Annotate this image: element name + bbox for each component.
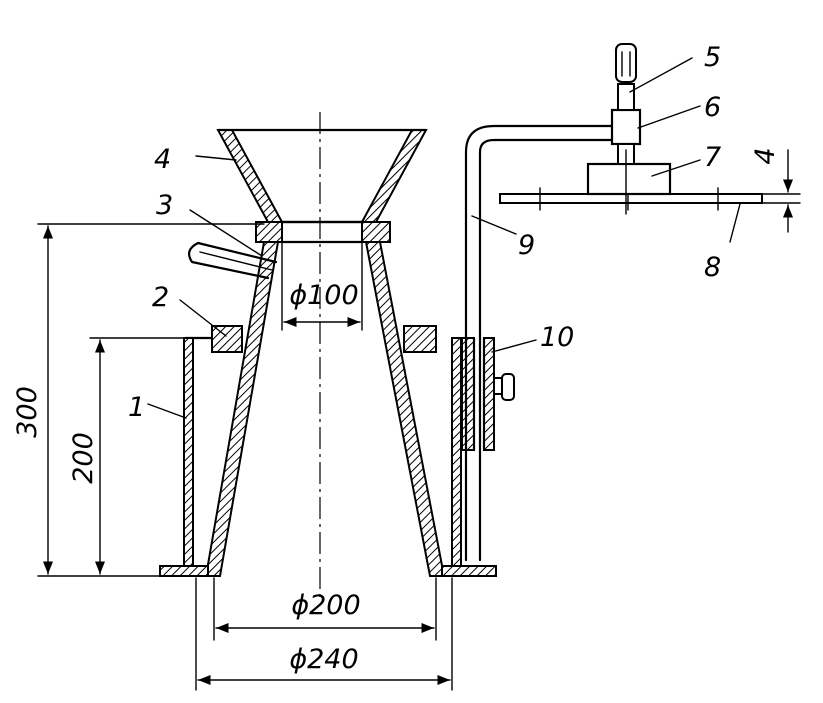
dimension-300: 300 xyxy=(12,386,43,438)
clamp-plate xyxy=(184,325,437,353)
weight-block xyxy=(586,162,672,196)
label-part-3: 3 xyxy=(156,190,173,221)
dimension-dia-240: ϕ240 xyxy=(289,644,358,675)
dimension-lines xyxy=(37,149,801,691)
label-part-4: 4 xyxy=(154,144,171,175)
dimension-200: 200 xyxy=(68,432,99,484)
label-part-10: 10 xyxy=(540,322,574,353)
label-part-1: 1 xyxy=(128,392,145,423)
cone-handle xyxy=(188,241,278,280)
adjust-screw xyxy=(615,43,637,111)
dimension-thickness-4: 4 xyxy=(750,147,781,164)
dimension-dia-100: ϕ100 xyxy=(289,280,358,311)
leader-lines xyxy=(147,57,741,419)
label-part-8: 8 xyxy=(704,252,721,283)
base-plate xyxy=(159,565,497,577)
label-part-5: 5 xyxy=(704,42,721,73)
label-part-2: 2 xyxy=(152,282,169,313)
top-collar xyxy=(255,220,391,244)
slide-rod xyxy=(464,124,614,562)
slump-cone xyxy=(204,241,446,577)
dimension-dia-200: ϕ200 xyxy=(291,590,360,621)
guide-bracket xyxy=(461,336,515,452)
funnel xyxy=(216,128,428,224)
label-part-6: 6 xyxy=(704,92,721,123)
label-part-9: 9 xyxy=(518,230,535,261)
label-part-7: 7 xyxy=(704,142,721,173)
fitting xyxy=(610,108,642,215)
